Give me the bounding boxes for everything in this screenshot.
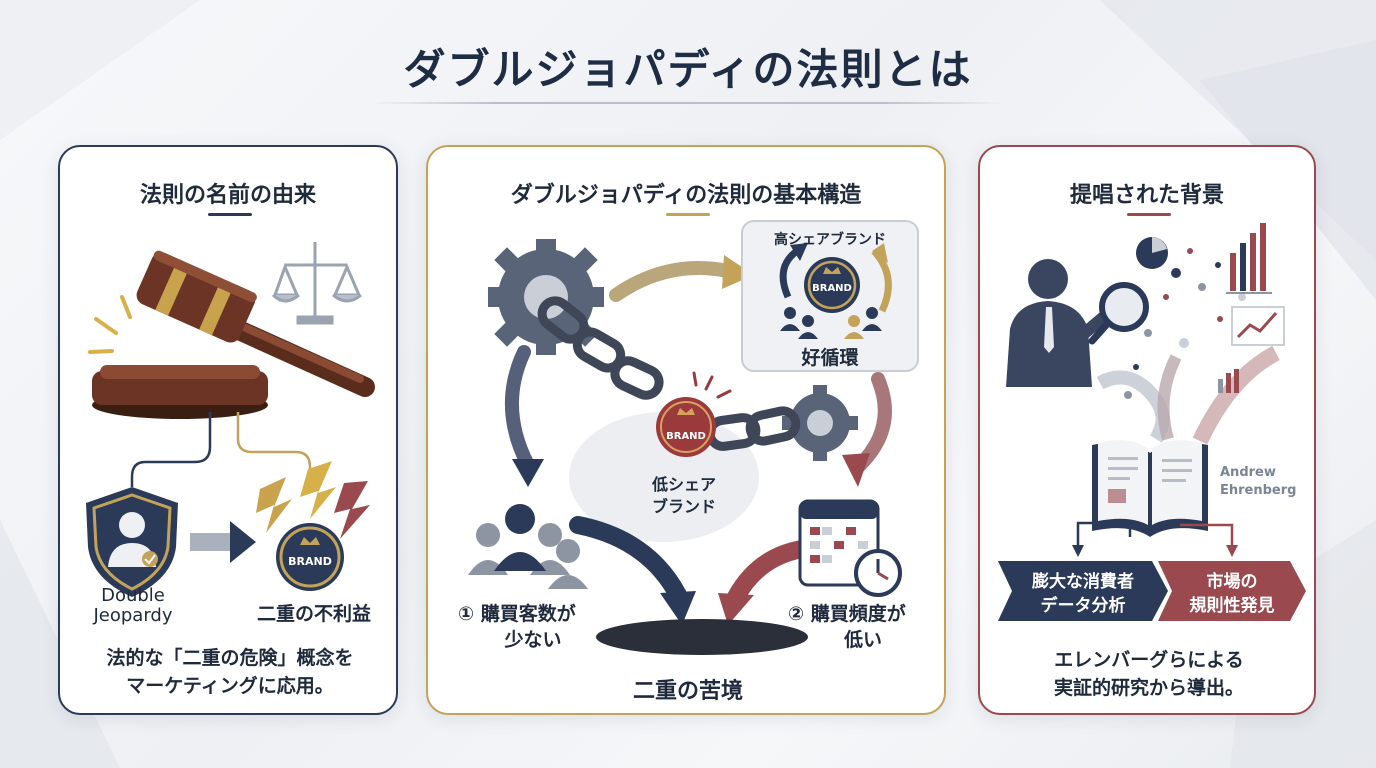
broken-brand-icon (656, 371, 732, 457)
researcher-icon (1006, 259, 1112, 387)
double-jeopardy-line1: Double (101, 585, 165, 606)
pit-arrow-right-icon (718, 593, 754, 625)
page-title: ダブルジョパディの法則とは (403, 45, 973, 94)
double-disadvantage-label: 二重の不利益 (256, 603, 371, 625)
point1-line1: ① 購買客数が (458, 603, 576, 625)
origin-illustration (86, 242, 375, 597)
high-brand-coin-icon (804, 257, 860, 313)
origin-desc-line1: 法的な「二重の危険」概念を (106, 647, 354, 669)
shield-icon (86, 487, 178, 597)
panel-structure: ダブルジョパディの法則の基本構造 (426, 145, 946, 715)
gear-icon-left (488, 239, 604, 355)
brand-coin-icon (276, 523, 344, 591)
panel-background-heading: 提唱された背景 (1069, 183, 1224, 208)
pit-arrow-left-icon (660, 591, 696, 625)
point2-line1: ② 購買頻度が (788, 603, 906, 625)
title-divider (370, 102, 1006, 104)
small-bars-icon (1218, 369, 1239, 393)
magnifier-icon (1088, 282, 1149, 345)
high-brand-badge: BRAND (812, 283, 852, 294)
lightning-icon (256, 461, 370, 539)
right-arrow-icon (190, 521, 256, 563)
data-analysis-line2: データ分析 (1040, 596, 1126, 616)
brand-badge-label: BRAND (288, 555, 332, 568)
gear-icon-right (782, 385, 858, 461)
background-desc-line2: 実証的研究から導出。 (1053, 677, 1244, 699)
author-name-line2: Ehrenberg (1220, 483, 1297, 498)
panel-origin: 法則の名前の由来 (58, 145, 398, 715)
market-regularity-line2: 規則性発見 (1189, 596, 1275, 616)
panel-structure-heading: ダブルジョパディの法則の基本構造 (510, 183, 862, 208)
scales-icon (271, 242, 362, 325)
panel-structure-rule (666, 213, 710, 216)
origin-desc-line2: マーケティングに応用。 (126, 675, 334, 697)
gold-arrow-icon (722, 255, 754, 289)
high-share-label: 高シェアブランド (774, 232, 886, 248)
point1-line2: 少ない (504, 629, 562, 651)
author-name-line1: Andrew (1220, 465, 1276, 480)
market-regularity-box (1158, 561, 1306, 621)
book-icon (1092, 440, 1208, 537)
calendar-icon (798, 499, 902, 597)
panel-origin-heading: 法則の名前の由来 (139, 183, 316, 208)
low-brand-badge: BRAND (666, 431, 706, 442)
virtuous-cycle-label: 好循環 (801, 347, 859, 369)
bar-chart-icon (1226, 223, 1272, 294)
data-analysis-box (998, 561, 1168, 621)
pit-hole-icon (596, 619, 808, 655)
panel-origin-rule (208, 213, 252, 216)
double-jeopardy-line2: Jeopardy (93, 605, 173, 626)
structure-illustration (468, 220, 919, 655)
low-share-line2: ブランド (651, 497, 716, 516)
market-regularity-line1: 市場の (1206, 572, 1258, 592)
few-customers-icon (468, 504, 588, 589)
low-share-line1: 低シェア (651, 475, 716, 494)
gavel-icon (88, 250, 375, 419)
double-predicament-label: 二重の苦境 (632, 679, 743, 704)
customers-icon (780, 307, 882, 339)
down-arrow-right-icon (842, 453, 870, 487)
background-desc-line1: エレンバーグらによる (1054, 649, 1244, 671)
down-arrow-left-icon (512, 459, 544, 487)
panel-background: 提唱された背景 (978, 145, 1316, 715)
line-chart-icon (1231, 306, 1285, 346)
data-analysis-line1: 膨大な消費者 (1032, 572, 1134, 592)
background-illustration (998, 223, 1306, 621)
pie-chart-icon (1136, 237, 1168, 269)
point2-line2: 低い (843, 629, 882, 651)
panel-background-rule (1127, 213, 1171, 216)
